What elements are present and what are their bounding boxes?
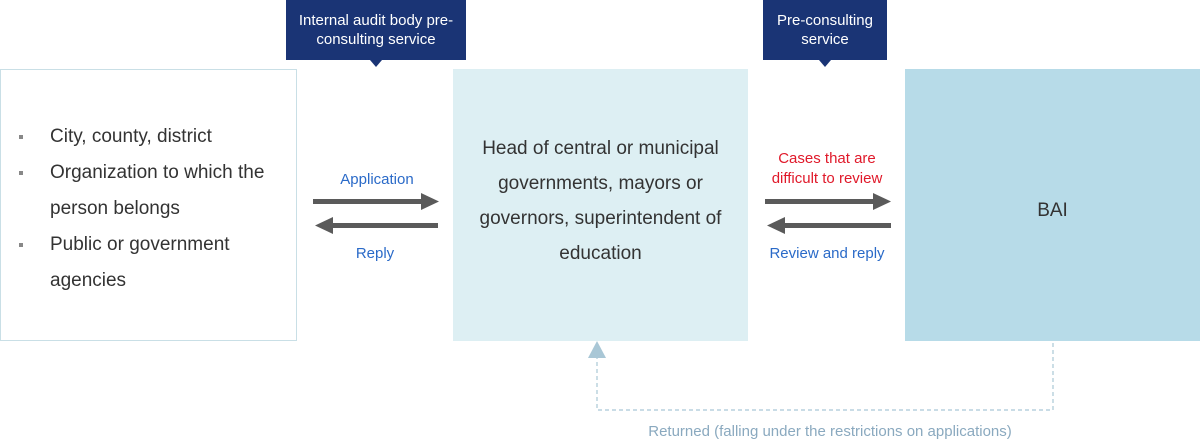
- government-heads-label: Head of central or municipal governments…: [479, 138, 722, 264]
- applicant-list: City, county, district Organization to w…: [19, 119, 289, 299]
- returned-path-icon: [588, 341, 1054, 411]
- reply-label: Reply: [355, 245, 395, 262]
- application-label: Application: [340, 171, 414, 188]
- list-item-label: Organization to which the person belongs: [50, 162, 265, 219]
- bai-label: BAI: [1037, 200, 1068, 221]
- pre-consulting-callout: Pre-consulting service: [763, 0, 887, 67]
- difficult-cases-arrow-icon: [765, 193, 891, 210]
- list-item-label: Public or government agencies: [50, 234, 230, 291]
- bai-box: BAI: [905, 69, 1200, 341]
- application-arrow-icon: [313, 193, 439, 210]
- bullet-icon: [19, 243, 23, 247]
- list-item-label: City, county, district: [50, 126, 212, 147]
- returned-label: Returned (falling under the restrictions…: [648, 423, 1012, 440]
- government-heads-box: Head of central or municipal governments…: [453, 69, 748, 341]
- review-reply-arrow-icon: [767, 217, 891, 234]
- reply-arrow-icon: [315, 217, 438, 234]
- list-item: Public or government agencies: [19, 227, 289, 299]
- review-and-reply-label: Review and reply: [769, 245, 885, 262]
- bullet-icon: [19, 135, 23, 139]
- bullet-icon: [19, 171, 23, 175]
- difficult-cases-label: Cases that are difficult to review: [771, 150, 883, 187]
- applicant-organizations-box: City, county, district Organization to w…: [0, 69, 297, 341]
- internal-audit-callout: Internal audit body pre-consulting servi…: [286, 0, 466, 67]
- list-item: City, county, district: [19, 119, 289, 155]
- list-item: Organization to which the person belongs: [19, 155, 289, 227]
